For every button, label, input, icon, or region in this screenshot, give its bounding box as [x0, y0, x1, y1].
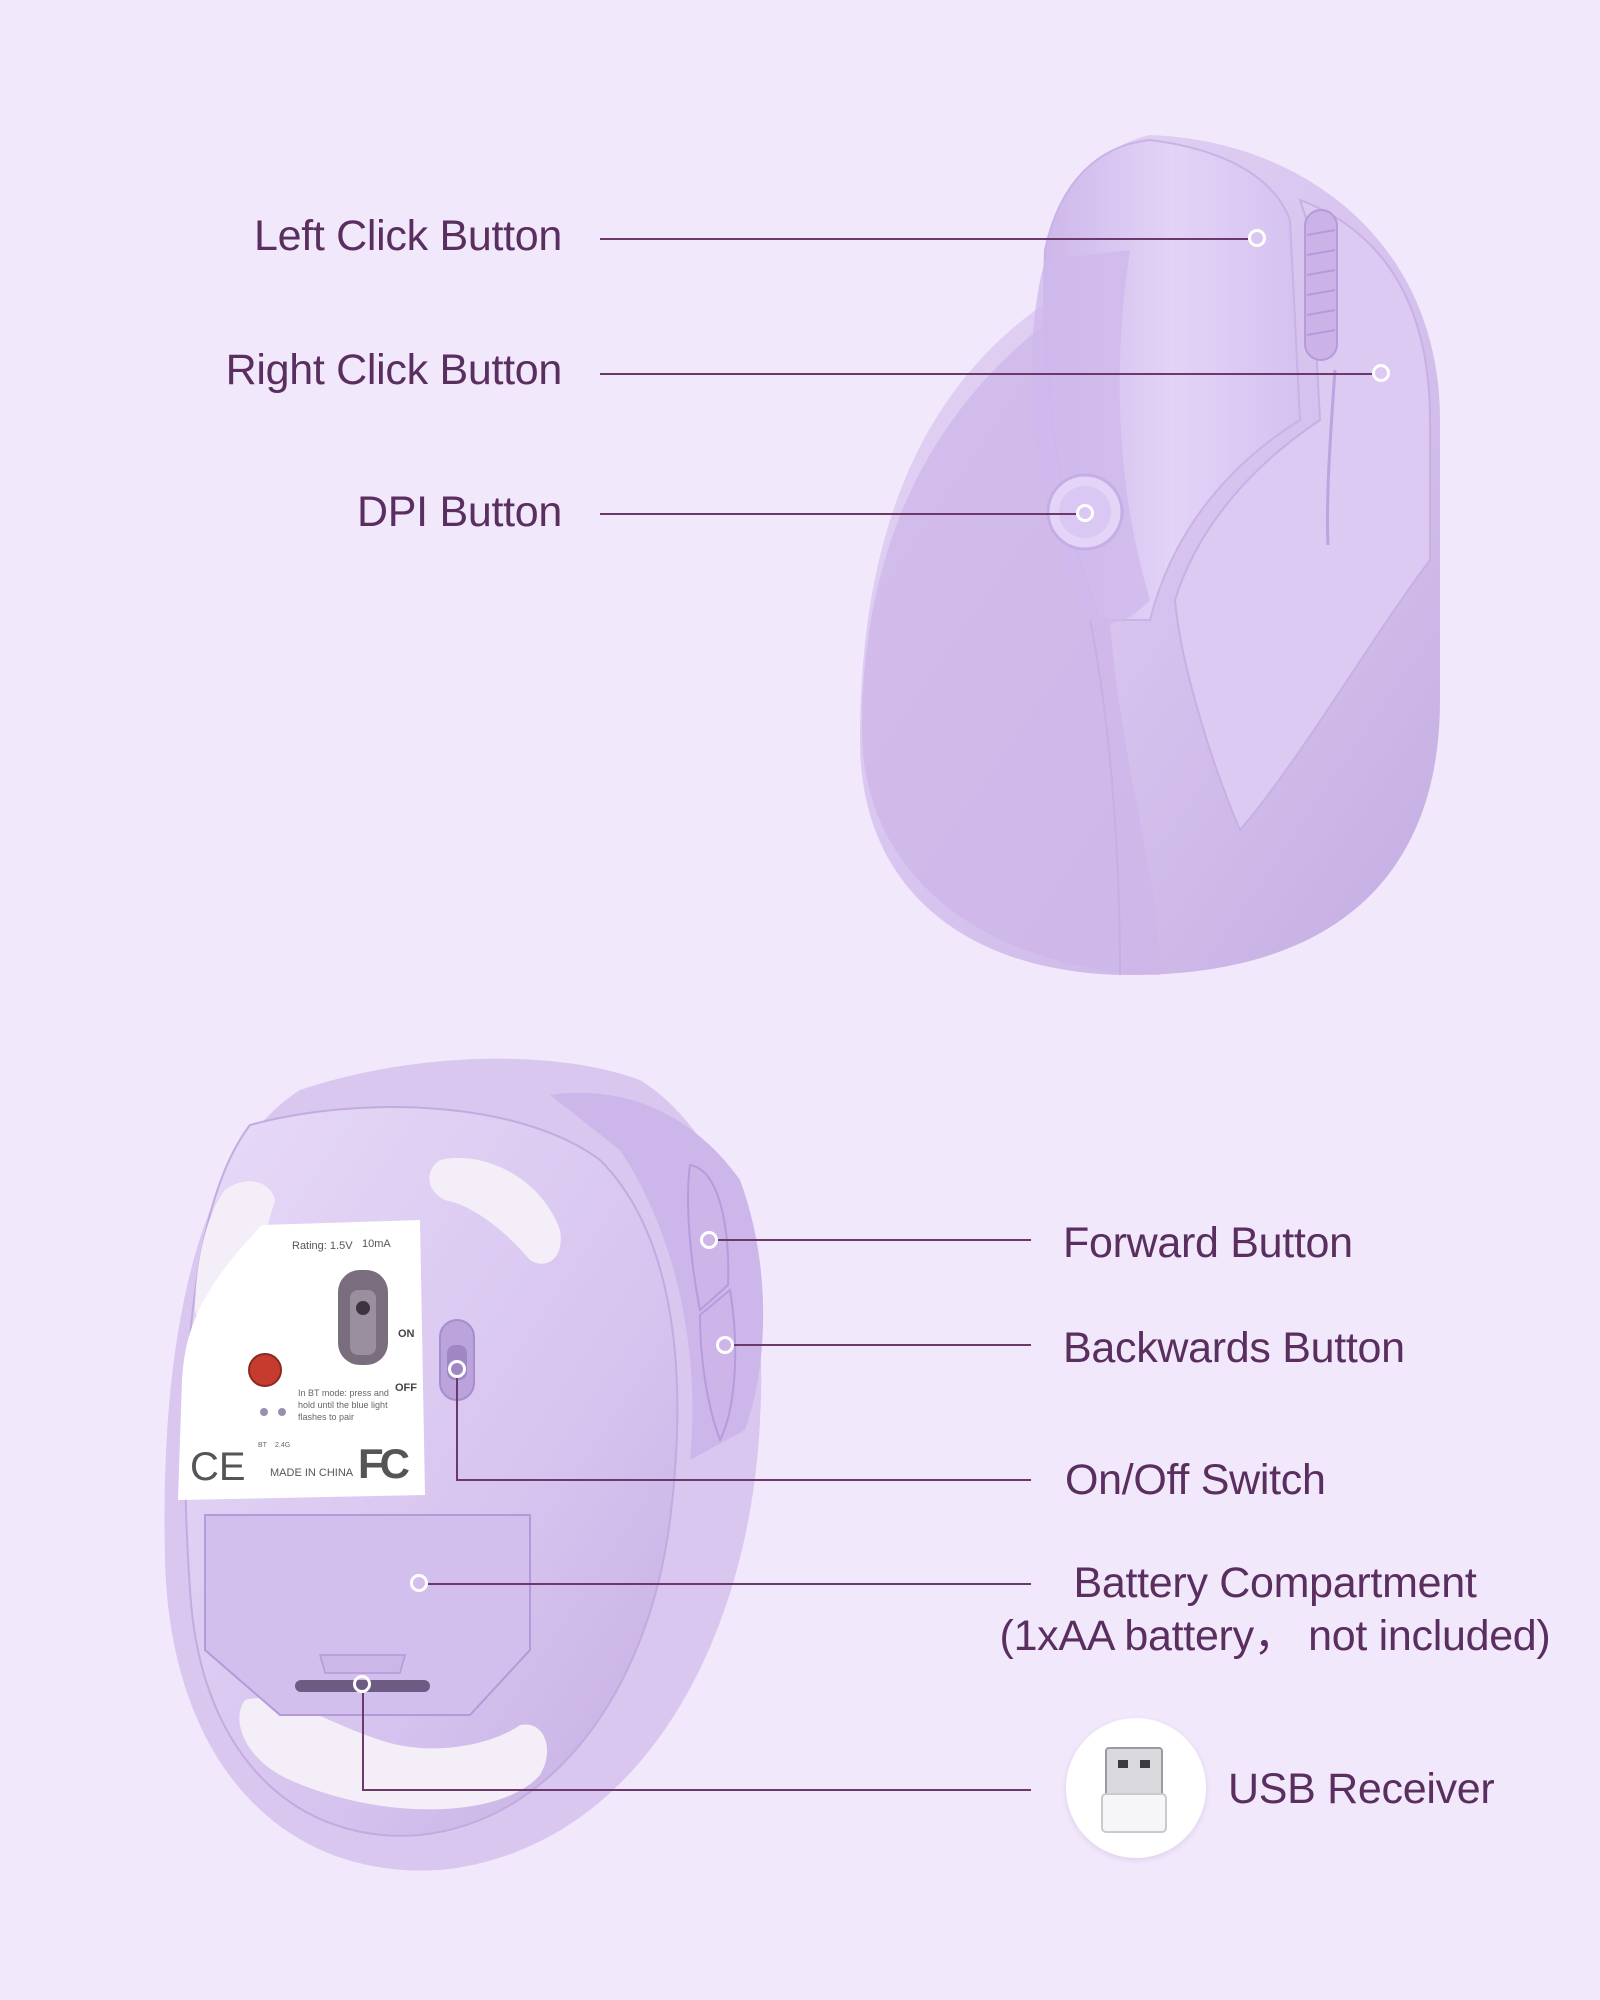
leader-on-off	[456, 1479, 1031, 1481]
scroll-wheel	[1304, 209, 1338, 361]
foot-pad-top	[429, 1157, 561, 1264]
sticker-made-in: MADE IN CHINA	[270, 1467, 354, 1479]
leader-backwards	[734, 1344, 1031, 1346]
sticker-switch-off: OFF	[395, 1382, 417, 1394]
leader-left-click	[600, 238, 1248, 240]
leader-forward	[718, 1239, 1031, 1241]
label-usb-receiver: USB Receiver	[1228, 1765, 1495, 1813]
leader-battery	[428, 1583, 1031, 1585]
label-dpi-button: DPI Button	[357, 488, 562, 536]
marker-dpi	[1076, 504, 1094, 522]
vertical-mouse-side-view	[860, 135, 1440, 976]
leader-usb	[362, 1789, 1031, 1791]
pair-button	[248, 1353, 282, 1387]
usb-dongle-icon	[1101, 1747, 1167, 1833]
sticker-switch-on: ON	[398, 1328, 415, 1340]
label-left-click-button: Left Click Button	[254, 212, 562, 260]
right-click-button-shape	[1173, 198, 1431, 832]
label-forward-button: Forward Button	[1063, 1219, 1353, 1267]
leader-usb-vertical	[362, 1693, 364, 1790]
label-battery-note: (1xAA battery， not included)	[999, 1612, 1551, 1660]
foot-pad-bottom	[239, 1698, 548, 1810]
label-on-off-switch: On/Off Switch	[1065, 1456, 1326, 1504]
sticker-mode-24g: 2.4G	[275, 1442, 291, 1449]
sticker-rating: Rating: 1.5V	[292, 1240, 353, 1252]
label-right-click-button: Right Click Button	[225, 346, 563, 394]
leader-right-click	[600, 373, 1372, 375]
usb-receiver-thumbnail	[1066, 1718, 1206, 1858]
backwards-button-shape	[698, 1288, 737, 1443]
marker-left-click	[1248, 229, 1266, 247]
leader-on-off-vertical	[456, 1378, 458, 1480]
marker-right-click	[1372, 364, 1390, 382]
sticker-pair-note-3: flashes to pair	[298, 1412, 355, 1422]
fcc-mark-icon: FC	[358, 1440, 410, 1487]
vertical-mouse-bottom-view	[164, 1058, 764, 1871]
sticker-mode-bt: BT	[258, 1442, 267, 1449]
marker-battery	[410, 1574, 428, 1592]
sticker-pair-note-1: In BT mode: press and	[298, 1388, 389, 1398]
marker-on-off	[448, 1360, 466, 1378]
marker-forward	[700, 1231, 718, 1249]
ce-mark-icon: CE	[190, 1445, 246, 1489]
marker-usb	[353, 1675, 371, 1693]
marker-backwards	[716, 1336, 734, 1354]
sticker-pair-note-2: hold until the blue light	[298, 1400, 388, 1410]
label-battery-compartment: Battery Compartment	[1073, 1559, 1477, 1607]
leader-dpi	[600, 513, 1076, 515]
label-backwards-button: Backwards Button	[1063, 1324, 1405, 1372]
battery-cover	[204, 1514, 531, 1716]
sticker-rating-current: 10mA	[362, 1238, 391, 1250]
mouse-side-shadow	[862, 320, 1160, 975]
